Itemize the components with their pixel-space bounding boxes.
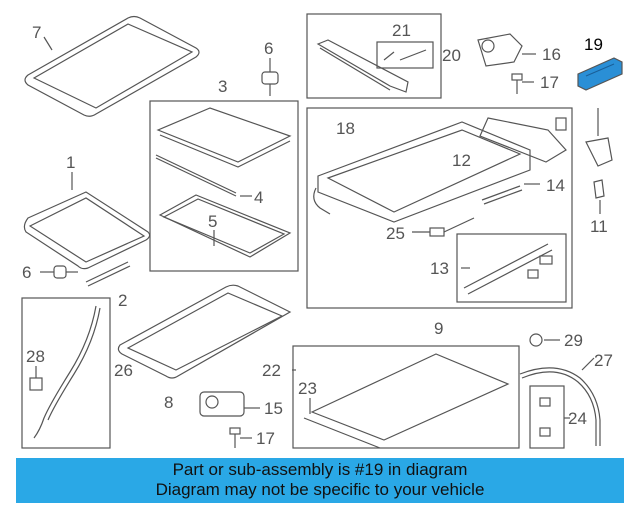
part-17-screw-lower <box>229 427 252 448</box>
part-bracket-right <box>585 108 613 167</box>
part-6-bolt-top <box>261 58 279 96</box>
box-part-21 <box>376 41 434 69</box>
part-8-weatherstrip <box>117 284 292 379</box>
part-19-highlighted <box>577 57 623 91</box>
part-16-motor <box>477 33 536 67</box>
part-28-clip <box>29 366 43 391</box>
callout-1: 1 <box>66 153 75 172</box>
callout-19: 19 <box>584 35 603 54</box>
part-23-sunshade <box>303 353 510 449</box>
callout-4: 4 <box>254 188 263 207</box>
box-part-22 <box>292 345 520 449</box>
part-18-frame <box>317 121 531 223</box>
callout-11: 11 <box>590 217 608 236</box>
callout-17-top: 17 <box>540 73 559 92</box>
part-29-grommet <box>529 333 560 347</box>
box-part-26 <box>21 297 111 449</box>
callout-17-lower: 17 <box>256 429 275 448</box>
callout-28: 28 <box>26 347 45 366</box>
callout-20: 20 <box>442 46 461 65</box>
callout-25: 25 <box>386 224 405 243</box>
callout-12: 12 <box>452 151 471 170</box>
part-20-deflector <box>316 39 409 93</box>
part-2-strip <box>85 261 129 283</box>
part-1-sunshade-panel <box>23 191 151 270</box>
callout-5: 5 <box>208 212 217 231</box>
part-5-seal <box>158 194 292 258</box>
callout-18: 18 <box>336 119 355 138</box>
callout-24: 24 <box>568 409 587 428</box>
callout-16: 16 <box>542 45 561 64</box>
part-3-panel <box>156 107 292 168</box>
part-15-motor <box>199 391 260 417</box>
callout-9: 9 <box>434 319 443 338</box>
part-14-rail <box>481 183 540 205</box>
box-part-13 <box>456 233 567 303</box>
callout-14: 14 <box>546 176 565 195</box>
callout-13: 13 <box>430 259 449 278</box>
callout-3: 3 <box>218 77 227 96</box>
callout-2: 2 <box>118 291 127 310</box>
callout-15: 15 <box>264 399 283 418</box>
box-part-20 <box>306 13 442 99</box>
callout-7: 7 <box>32 23 41 42</box>
box-part-3 <box>149 100 299 272</box>
callout-29: 29 <box>564 331 583 350</box>
part-25-cable <box>412 217 475 237</box>
callout-6-lower: 6 <box>22 263 31 282</box>
parts-diagram: 7 6 3 4 5 1 6 2 28 26 8 15 17 21 20 16 1… <box>21 13 623 449</box>
part-27-drain-hose <box>519 367 601 446</box>
part-7-glass-panel <box>24 15 200 117</box>
callout-27: 27 <box>594 351 613 370</box>
info-banner: Part or sub-assembly is #19 in diagram D… <box>16 458 624 503</box>
part-26-drain-hose <box>33 305 97 439</box>
callout-8: 8 <box>164 393 173 412</box>
part-12-mechanism <box>479 117 567 163</box>
part-13-guide-set <box>463 243 553 295</box>
part-6-bolt-lower <box>40 265 78 279</box>
callout-26: 26 <box>114 361 133 380</box>
banner-line-2: Diagram may not be specific to your vehi… <box>155 480 485 499</box>
box-part-24 <box>529 385 565 449</box>
banner-line-1: Part or sub-assembly is #19 in diagram <box>172 460 468 479</box>
callout-22: 22 <box>262 361 281 380</box>
callout-21: 21 <box>392 21 411 40</box>
part-17-screw-top <box>511 73 534 94</box>
box-part-9 <box>306 107 573 309</box>
part-11-clip <box>593 179 605 214</box>
callout-23: 23 <box>298 379 317 398</box>
callout-6-top: 6 <box>264 39 273 58</box>
part-4-strip <box>155 154 237 194</box>
